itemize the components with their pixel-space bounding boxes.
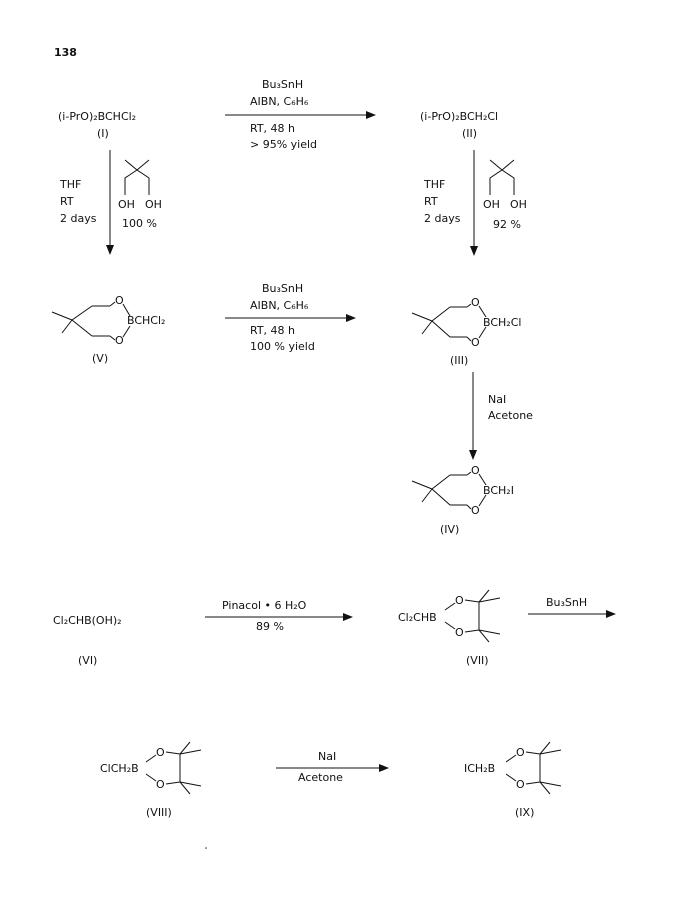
compound-VIII-ring bbox=[145, 741, 202, 795]
compound-VIII-o-bottom: O bbox=[156, 778, 165, 791]
reagent-V-III-1: Bu₃SnH bbox=[262, 282, 303, 295]
compound-IV-substituent: BCH₂I bbox=[483, 484, 514, 497]
reagent-I-II-3: RT, 48 h bbox=[250, 122, 295, 135]
compound-IX-o-bottom: O bbox=[516, 778, 525, 791]
compound-VI-formula: Cl₂CHB(OH)₂ bbox=[53, 614, 122, 627]
compound-IV-o-top: O bbox=[471, 464, 480, 477]
reagent-I-II-1: Bu₃SnH bbox=[262, 78, 303, 91]
compound-V-o-bottom: O bbox=[115, 334, 124, 347]
arrow-VII-to-VIII bbox=[528, 610, 616, 618]
compound-VII-o-top: O bbox=[455, 594, 464, 607]
compound-III-o-top: O bbox=[471, 296, 480, 309]
arrow-VIII-to-IX bbox=[276, 764, 389, 772]
compound-VIII-o-top: O bbox=[156, 746, 165, 759]
page-number: 138 bbox=[54, 46, 77, 59]
compound-V-o-top: O bbox=[115, 294, 124, 307]
compound-V-label: (V) bbox=[92, 352, 108, 365]
condition-II-III-1: THF bbox=[423, 178, 445, 191]
arrow-V-to-III bbox=[225, 314, 356, 322]
compound-IV-o-bottom: O bbox=[471, 504, 480, 517]
compound-IX-prefix: ICH₂B bbox=[464, 762, 495, 775]
compound-I-formula: (i-PrO)₂BCHCl₂ bbox=[58, 110, 136, 123]
compound-VIII-label: (VIII) bbox=[146, 806, 172, 819]
compound-III-substituent: BCH₂Cl bbox=[483, 316, 521, 329]
condition-II-III-3: 2 days bbox=[424, 212, 461, 225]
compound-IV-label: (IV) bbox=[440, 523, 459, 536]
arrow-VI-to-VII bbox=[205, 613, 353, 621]
diol-oh-left-1: OH bbox=[118, 198, 135, 211]
condition-I-V-2: RT bbox=[60, 195, 74, 208]
compound-IX-o-top: O bbox=[516, 746, 525, 759]
arrow-II-to-III bbox=[470, 150, 478, 256]
arrow-III-to-IV bbox=[469, 372, 477, 460]
reagent-VIII-IX-1: NaI bbox=[318, 750, 336, 763]
condition-I-V-1: THF bbox=[59, 178, 81, 191]
reagent-I-II-4: > 95% yield bbox=[250, 138, 317, 151]
arrow-I-to-II bbox=[225, 111, 376, 119]
compound-I-label: (I) bbox=[97, 127, 109, 140]
reagent-I-II-2: AIBN, C₆H₆ bbox=[250, 95, 309, 108]
reagent-V-III-3: RT, 48 h bbox=[250, 324, 295, 337]
compound-II-formula: (i-PrO)₂BCH₂Cl bbox=[420, 110, 498, 123]
yield-I-V: 100 % bbox=[122, 217, 157, 230]
compound-III-label: (III) bbox=[450, 354, 468, 367]
compound-V-ring bbox=[51, 301, 131, 341]
diol-structure-left bbox=[124, 159, 150, 195]
condition-I-V-3: 2 days bbox=[60, 212, 97, 225]
compound-VII-ring bbox=[444, 589, 501, 643]
compound-VI-label: (VI) bbox=[78, 654, 97, 667]
reagent-V-III-4: 100 % yield bbox=[250, 340, 315, 353]
reagent-VI-VII-1: Pinacol • 6 H₂O bbox=[222, 599, 307, 612]
speck bbox=[205, 847, 207, 849]
diol-oh-left-2: OH bbox=[145, 198, 162, 211]
compound-IX-ring bbox=[505, 741, 562, 795]
reagent-VI-VII-2: 89 % bbox=[256, 620, 284, 633]
compound-VII-label: (VII) bbox=[466, 654, 489, 667]
compound-VIII-prefix: ClCH₂B bbox=[100, 762, 139, 775]
compound-III-ring bbox=[411, 303, 487, 342]
diol-oh-right-1: OH bbox=[483, 198, 500, 211]
condition-III-IV-2: Acetone bbox=[488, 409, 533, 422]
reagent-VII-VIII: Bu₃SnH bbox=[546, 596, 587, 609]
diol-oh-right-2: OH bbox=[510, 198, 527, 211]
arrow-I-to-V bbox=[106, 150, 114, 255]
compound-IV-ring bbox=[411, 471, 487, 510]
compound-V-substituent: BCHCl₂ bbox=[127, 314, 165, 327]
compound-III-o-bottom: O bbox=[471, 336, 480, 349]
diol-structure-right bbox=[489, 159, 515, 195]
compound-II-label: (II) bbox=[462, 127, 477, 140]
compound-VII-o-bottom: O bbox=[455, 626, 464, 639]
condition-III-IV-1: NaI bbox=[488, 393, 506, 406]
reagent-V-III-2: AIBN, C₆H₆ bbox=[250, 299, 309, 312]
reagent-VIII-IX-2: Acetone bbox=[298, 771, 343, 784]
yield-II-III: 92 % bbox=[493, 218, 521, 231]
condition-II-III-2: RT bbox=[424, 195, 438, 208]
compound-IX-label: (IX) bbox=[515, 806, 534, 819]
compound-VII-prefix: Cl₂CHB bbox=[398, 611, 437, 624]
